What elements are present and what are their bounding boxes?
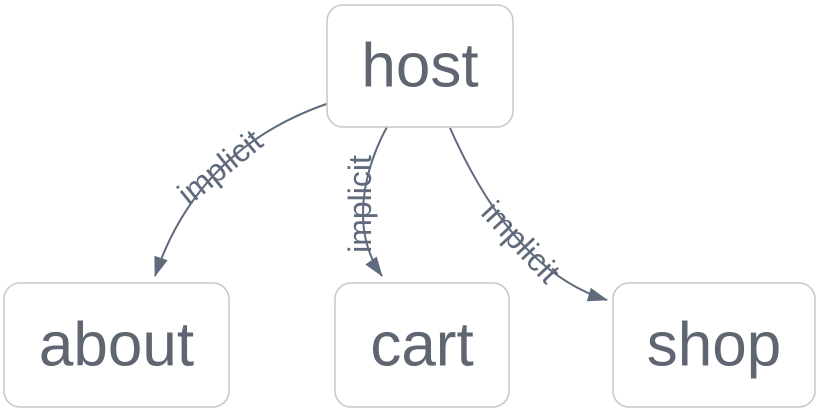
edge-label-host-about: implicit xyxy=(171,122,270,212)
node-label-about: about xyxy=(39,311,194,380)
edge-label-host-shop: implicit xyxy=(474,194,567,290)
edge-label-host-cart: implicit xyxy=(342,155,378,253)
graph-node-host[interactable]: host xyxy=(326,4,514,128)
node-label-shop: shop xyxy=(647,311,781,380)
edge-host-cart xyxy=(362,126,388,277)
graph-node-about[interactable]: about xyxy=(3,282,230,408)
graph-node-shop[interactable]: shop xyxy=(612,282,816,408)
edge-host-shop xyxy=(449,127,608,302)
node-box-host[interactable] xyxy=(326,4,514,128)
edge-host-about xyxy=(154,102,330,277)
node-box-shop[interactable] xyxy=(612,282,816,408)
graph-node-cart[interactable]: cart xyxy=(334,282,510,408)
node-label-host: host xyxy=(361,32,478,101)
node-box-about[interactable] xyxy=(3,282,230,408)
node-box-cart[interactable] xyxy=(334,282,510,408)
node-label-cart: cart xyxy=(370,311,473,380)
